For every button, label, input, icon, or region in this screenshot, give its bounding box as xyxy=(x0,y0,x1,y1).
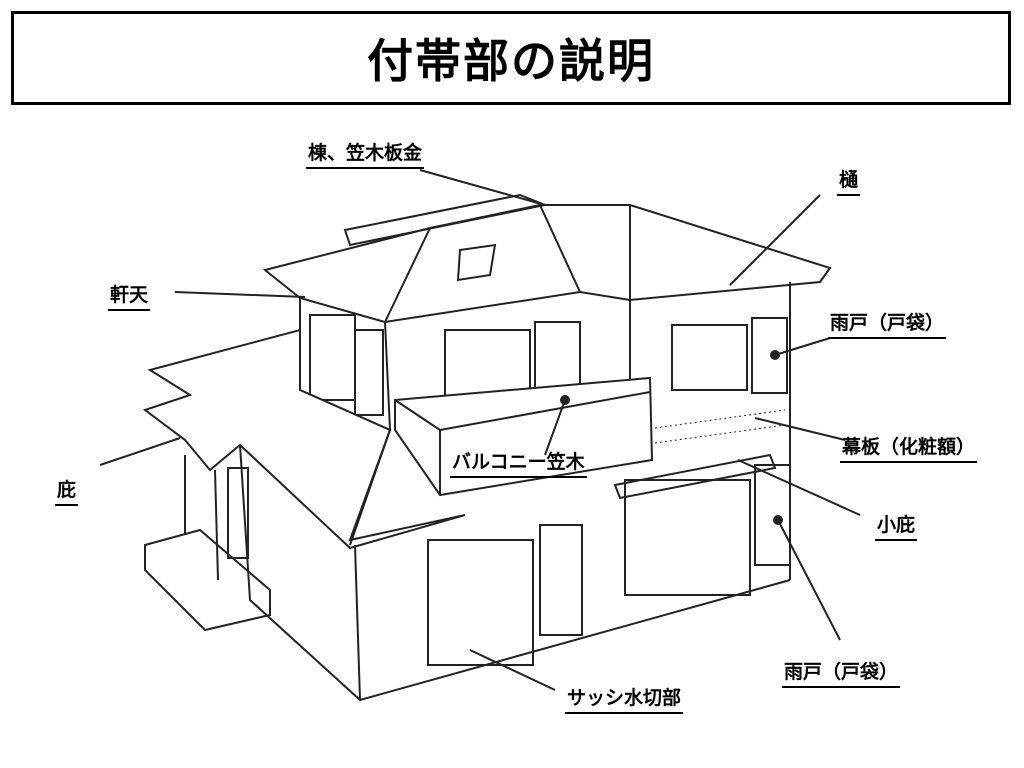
label-shutter-lower: 雨戸（戸袋） xyxy=(782,657,901,688)
label-soffit: 軒天 xyxy=(108,280,151,311)
label-gutter: 樋 xyxy=(837,165,861,196)
label-small-canopy: 小庇 xyxy=(875,510,918,541)
label-sash-flashing: サッシ水切部 xyxy=(565,683,684,714)
label-ridge: 棟、笠木板金 xyxy=(306,138,425,169)
label-shutter-upper: 雨戸（戸袋） xyxy=(828,308,947,339)
label-fascia-board: 幕板（化粧額） xyxy=(840,432,978,463)
page-title: 付帯部の説明 xyxy=(367,34,655,88)
label-canopy: 庇 xyxy=(55,475,79,506)
title-box: 付帯部の説明 xyxy=(11,11,1011,105)
label-balcony-coping: バルコニー笠木 xyxy=(450,447,587,478)
